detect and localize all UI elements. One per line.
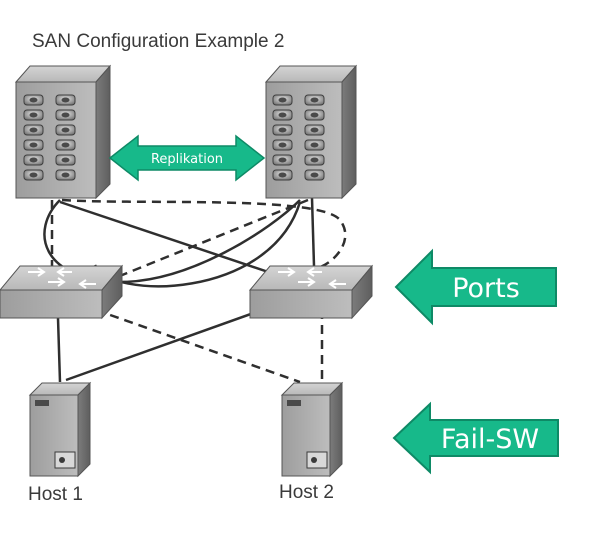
- ports-callout-arrow: Ports: [394, 248, 557, 326]
- link-storage2-switch2-solid: [310, 197, 316, 267]
- diagram-title: SAN Configuration Example 2: [32, 31, 284, 52]
- host-2-server: [280, 381, 344, 478]
- storage-array-2: [264, 64, 358, 200]
- link-storage1-switch2-solid: [59, 200, 299, 284]
- replication-label: Replikation: [151, 152, 223, 167]
- failover-callout-arrow: Fail-SW: [392, 401, 559, 475]
- link-switch1-host1-solid: [56, 317, 62, 383]
- replication-arrow: Replikation: [108, 134, 266, 182]
- link-storage1-storage2-dashed: [61, 198, 347, 270]
- link-storage2-switch1-dashed: [89, 198, 309, 290]
- switch-1-arrows-icon: [28, 267, 96, 289]
- link-switch2-host1-solid: [65, 308, 263, 382]
- failover-label: Fail-SW: [441, 424, 539, 455]
- host-1-label: Host 1: [28, 484, 83, 505]
- ports-label: Ports: [452, 273, 520, 304]
- storage-array-1: [14, 64, 112, 200]
- host-2-label: Host 2: [279, 482, 334, 503]
- fc-switch-2: [248, 264, 374, 320]
- fc-switch-1: [0, 264, 124, 320]
- host-1-server: [28, 381, 92, 478]
- switch-2-arrows-icon: [278, 267, 346, 289]
- link-switch1-host2-dashed: [95, 308, 301, 384]
